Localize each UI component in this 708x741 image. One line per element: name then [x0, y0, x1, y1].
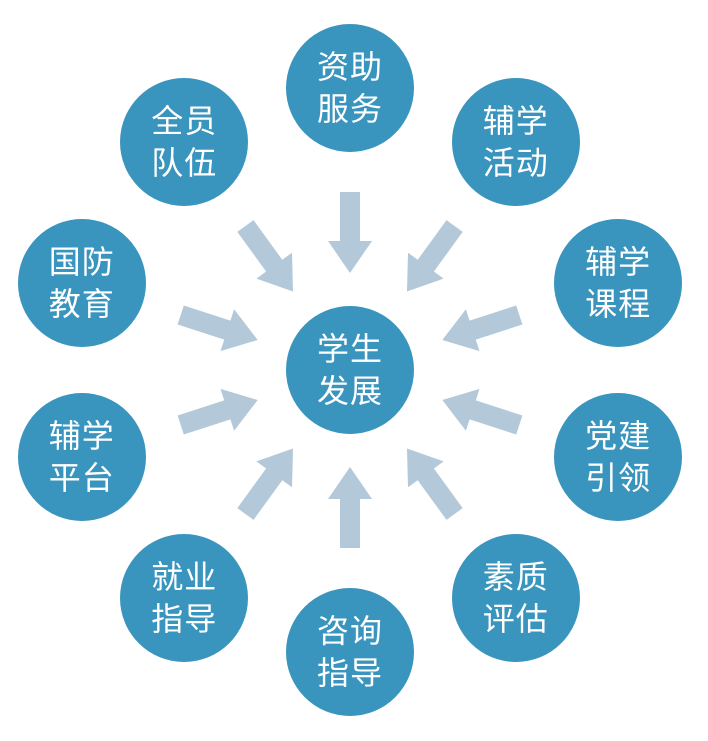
- node-fuxue-huodong: 辅学 活动: [451, 77, 580, 206]
- node-fuxue-kecheng: 辅学 课程: [554, 218, 683, 347]
- node-line1: 辅学: [482, 101, 549, 140]
- node-guofang-jiaoyu: 国防 教育: [17, 218, 146, 347]
- node-fuxue-pingtai: 辅学 平台: [17, 393, 146, 522]
- node-line2: 服务: [316, 90, 383, 128]
- node-line2: 队伍: [151, 143, 218, 182]
- node-line2: 引领: [585, 459, 652, 498]
- node-line1: 资助: [316, 48, 383, 86]
- arrow-quanyuan-duiwu: [237, 220, 293, 292]
- arrow-dangjian-yinling: [442, 388, 523, 435]
- arrow-fuxue-kecheng: [442, 305, 523, 352]
- node-dangjian-yinling: 党建 引领: [554, 393, 683, 522]
- node-line1: 党建: [585, 417, 652, 456]
- arrow-suzhi-pinggu: [407, 448, 463, 520]
- node-line1: 素质: [482, 558, 549, 597]
- node-line2: 评估: [482, 600, 549, 639]
- center-node: 学生 发展: [286, 306, 414, 434]
- arrow-zixun-zhidao: [328, 467, 372, 548]
- node-line2: 平台: [48, 459, 115, 498]
- node-line2: 教育: [48, 284, 115, 323]
- node-suzhi-pinggu: 素质 评估: [451, 534, 580, 663]
- node-line2: 指导: [316, 654, 383, 692]
- node-zizhu-fuwu: 资助 服务: [286, 24, 414, 152]
- arrow-guofang-jiaoyu: [177, 305, 258, 352]
- node-line1: 国防: [48, 242, 115, 281]
- center-node-line2: 发展: [316, 372, 383, 410]
- node-line2: 指导: [151, 600, 218, 639]
- center-node-line1: 学生: [316, 330, 383, 368]
- arrow-fuxue-huodong: [407, 220, 463, 292]
- node-line1: 就业: [151, 558, 218, 597]
- node-line2: 活动: [482, 143, 549, 182]
- node-quanyuan-duiwu: 全员 队伍: [120, 77, 249, 206]
- node-line1: 辅学: [585, 242, 652, 281]
- node-jiuye-zhidao: 就业 指导: [120, 534, 249, 663]
- node-line1: 辅学: [48, 417, 115, 456]
- arrow-zizhu-fuwu: [328, 192, 372, 273]
- arrow-fuxue-pingtai: [177, 388, 258, 435]
- node-zixun-zhidao: 咨询 指导: [286, 588, 414, 716]
- node-line1: 全员: [151, 101, 218, 140]
- node-line1: 咨询: [316, 612, 383, 650]
- node-line2: 课程: [585, 284, 652, 323]
- arrow-jiuye-zhidao: [237, 448, 293, 520]
